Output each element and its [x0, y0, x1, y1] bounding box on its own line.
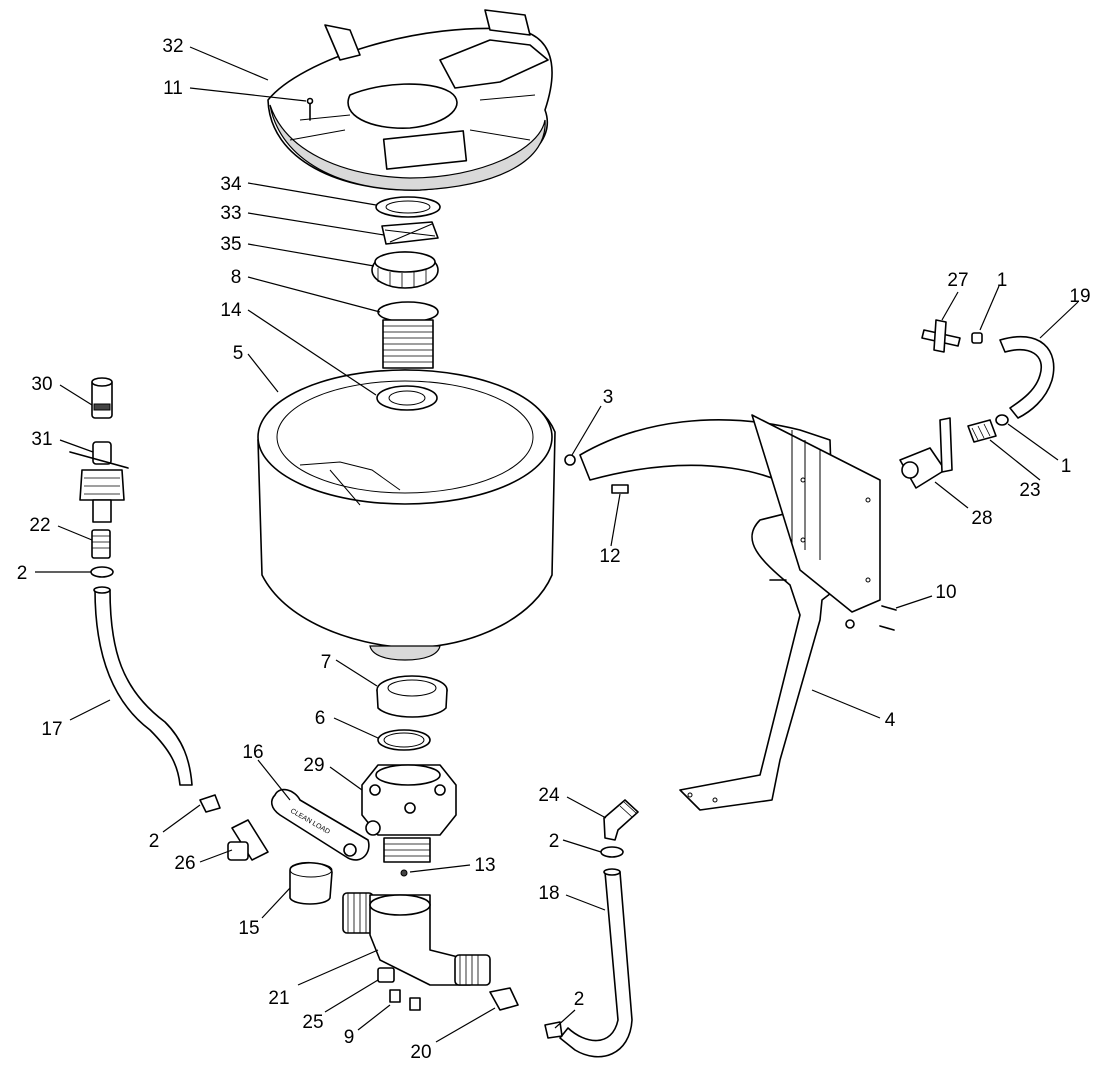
callout-9: 9: [344, 1027, 355, 1048]
callout-1-right: 1: [1061, 456, 1072, 477]
callout-33: 33: [220, 203, 241, 224]
part-4-bracket: [579, 414, 881, 811]
callout-11: 11: [163, 78, 183, 99]
callout-22: 22: [29, 515, 50, 536]
part-23-fitting: [967, 419, 997, 443]
part-21-tee: [342, 892, 491, 986]
part-2-clamp-a: [90, 566, 114, 578]
part-15-band: [289, 861, 333, 905]
part-25-plug: [377, 967, 395, 983]
part-26-tee: [227, 819, 269, 861]
part-1-clamp-b: [995, 414, 1009, 426]
leader-lines: [35, 46, 1079, 1043]
part-3-nut: [564, 454, 576, 466]
part-13-ball: [400, 869, 408, 877]
part-7-nut: [376, 675, 448, 718]
part-2-clamp-c: [600, 846, 624, 858]
callout-25: 25: [302, 1012, 323, 1033]
part-12-bolt: [611, 484, 629, 494]
callout-34: 34: [220, 174, 242, 195]
callout-4: 4: [885, 710, 896, 731]
part-30-fitting: [91, 377, 113, 419]
part-29-valve: [361, 764, 457, 863]
part-28-valve: [899, 417, 953, 489]
part-32-lid: [267, 9, 553, 191]
callout-6: 6: [315, 708, 326, 729]
callout-13: 13: [474, 855, 495, 876]
callout-35: 35: [220, 234, 241, 255]
part-19-hose: [999, 335, 1055, 419]
callout-20: 20: [410, 1042, 431, 1063]
callout-12: 12: [599, 546, 620, 567]
callout-2-elbow: 2: [549, 831, 560, 852]
part-14-outlet: [388, 390, 426, 406]
part-35-nut: [371, 251, 439, 289]
callout-8: 8: [231, 267, 242, 288]
part-24-elbow: [603, 799, 639, 841]
part-9-screws: [389, 989, 421, 1011]
callout-labels: 32 11 34 33 35 8 14 5 30 31 22 2 17 2 26…: [17, 36, 1091, 1063]
callout-21: 21: [268, 988, 289, 1009]
callout-19: 19: [1069, 286, 1090, 307]
part-27-tee: [921, 319, 961, 353]
part-31-valve: [69, 441, 129, 523]
callout-15: 15: [238, 918, 259, 939]
callout-5: 5: [233, 343, 244, 364]
callout-2-bottom: 2: [574, 989, 585, 1010]
part-34-gasket: [375, 196, 441, 218]
part-18-hose: [559, 868, 633, 1058]
callout-3: 3: [603, 387, 614, 408]
part-11-pin: [306, 97, 314, 121]
callout-23: 23: [1019, 480, 1040, 501]
callout-2-hose-end: 2: [149, 831, 160, 852]
part-1-clamp-a: [971, 332, 983, 344]
part-17-hose: [93, 586, 193, 786]
part-8-strainer: [377, 301, 439, 369]
callout-30: 30: [31, 374, 52, 395]
callout-14: 14: [220, 300, 242, 321]
callout-27: 27: [947, 270, 968, 291]
part-33-screen: [381, 221, 439, 245]
part-10-screws: [769, 579, 897, 631]
callout-28: 28: [971, 508, 992, 529]
part-20-cap: [489, 987, 519, 1011]
part-6-oring: [377, 729, 431, 751]
callout-2-left: 2: [17, 563, 28, 584]
part-5-bowl: [257, 369, 556, 661]
callout-32: 32: [162, 36, 183, 57]
callout-26: 26: [174, 853, 195, 874]
callout-18: 18: [538, 883, 559, 904]
part-2-clamp-b: [199, 794, 221, 813]
callout-7: 7: [321, 652, 332, 673]
callout-17: 17: [41, 719, 62, 740]
callout-29: 29: [303, 755, 324, 776]
part-22-connector: [91, 529, 111, 559]
part-16-handle: CLEAN LOAD: [270, 788, 370, 861]
callout-16: 16: [242, 742, 263, 763]
callout-31: 31: [31, 429, 52, 450]
callout-1-top: 1: [997, 270, 1008, 291]
callout-10: 10: [935, 582, 956, 603]
callout-24: 24: [538, 785, 560, 806]
